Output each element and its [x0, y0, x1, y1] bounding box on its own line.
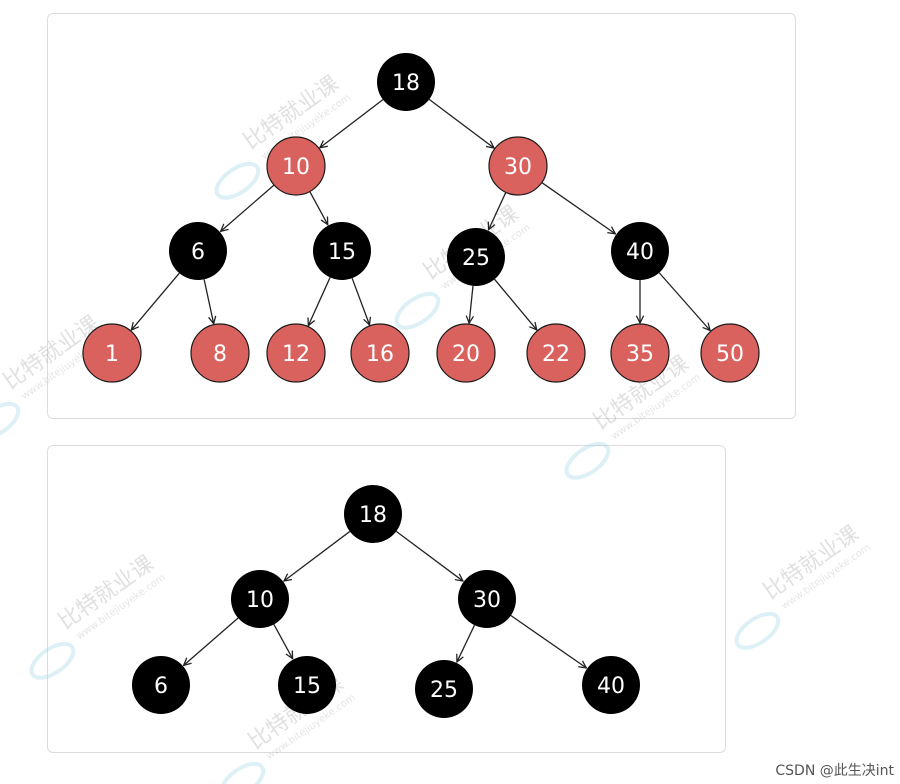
node-circle	[82, 323, 142, 383]
node-circle	[610, 323, 670, 383]
node-label: 30	[504, 155, 532, 180]
tree-node-10-black: 10	[231, 570, 289, 628]
tree-node-35-red: 35	[610, 323, 670, 383]
node-label: 1	[105, 342, 119, 367]
tree-node-15-black: 15	[313, 222, 371, 280]
tree-node-1-red: 1	[82, 323, 142, 383]
watermark-logo-icon	[394, 291, 441, 330]
edge-n18-n30	[428, 98, 494, 148]
tree-node-22-red: 22	[526, 323, 586, 383]
tree-node-30-black: 30	[458, 570, 516, 628]
edge-n10-n15	[309, 191, 328, 225]
node-circle	[582, 656, 640, 714]
edge-m18-m30	[395, 530, 463, 581]
node-label: 40	[626, 240, 654, 265]
node-circle	[415, 660, 473, 718]
node-label: 25	[430, 678, 458, 703]
node-circle	[132, 656, 190, 714]
watermark-logo-icon	[564, 441, 611, 480]
tree-node-18-black: 18	[344, 485, 402, 543]
node-circle	[611, 222, 669, 280]
tree-node-18-black: 18	[377, 53, 435, 111]
node-circle	[344, 485, 402, 543]
node-circle	[436, 323, 496, 383]
node-label: 15	[328, 240, 356, 265]
node-circle	[526, 323, 586, 383]
node-label: 15	[293, 674, 321, 699]
edge-n10-n6	[221, 184, 275, 231]
node-label: 6	[154, 674, 168, 699]
node-circle	[190, 323, 250, 383]
node-circle	[377, 53, 435, 111]
tree-node-6-black: 6	[132, 656, 190, 714]
edge-m30-m40	[510, 614, 587, 668]
node-label: 18	[392, 71, 420, 96]
edge-n6-n8	[203, 279, 214, 323]
tree-node-40-black: 40	[611, 222, 669, 280]
node-circle	[458, 570, 516, 628]
watermark-logo-icon	[734, 611, 781, 650]
node-circle	[488, 136, 548, 196]
tree-node-10-red: 10	[266, 136, 326, 196]
edge-n40-n50	[658, 272, 710, 331]
tree-node-30-red: 30	[488, 136, 548, 196]
node-label: 30	[473, 588, 501, 613]
node-circle	[231, 570, 289, 628]
node-label: 18	[359, 503, 387, 528]
tree-node-40-black: 40	[582, 656, 640, 714]
tree-node-15-black: 15	[278, 656, 336, 714]
tree-node-20-red: 20	[436, 323, 496, 383]
node-label: 6	[191, 240, 205, 265]
tree-node-12-red: 12	[266, 323, 326, 383]
node-label: 10	[246, 588, 274, 613]
node-circle	[266, 136, 326, 196]
node-label: 12	[282, 342, 310, 367]
edge-m30-m25	[457, 624, 476, 662]
edge-n15-n12	[308, 277, 331, 325]
edge-n30-n25	[489, 192, 507, 229]
edge-n6-n1	[131, 272, 180, 330]
node-label: 40	[597, 674, 625, 699]
csdn-credit: CSDN @此生决int	[775, 763, 894, 779]
node-label: 16	[366, 342, 394, 367]
node-circle	[447, 228, 505, 286]
edge-n30-n40	[541, 182, 616, 234]
watermark-logo-icon	[0, 401, 21, 440]
edge-m10-m15	[273, 624, 293, 658]
edge-n25-n22	[494, 278, 537, 330]
tree-node-25-black: 25	[447, 228, 505, 286]
node-label: 20	[452, 342, 480, 367]
edges-layer	[131, 98, 710, 668]
tree-node-6-black: 6	[169, 222, 227, 280]
node-circle	[350, 323, 410, 383]
edge-n18-n10	[320, 99, 384, 148]
edge-n25-n20	[469, 285, 473, 323]
node-label: 35	[626, 342, 654, 367]
edge-n15-n16	[351, 277, 369, 325]
watermark-logo-icon	[214, 161, 261, 200]
node-circle	[278, 656, 336, 714]
node-circle	[169, 222, 227, 280]
tree-node-16-red: 16	[350, 323, 410, 383]
tree-node-50-red: 50	[700, 323, 760, 383]
edge-m18-m10	[284, 530, 351, 581]
watermark-logo-icon	[219, 761, 266, 784]
watermark-logo-icon	[29, 641, 76, 680]
tree-node-8-red: 8	[190, 323, 250, 383]
edge-m10-m6	[184, 617, 239, 665]
node-label: 22	[542, 342, 570, 367]
node-circle	[266, 323, 326, 383]
node-label: 25	[462, 246, 490, 271]
tree-node-25-black: 25	[415, 660, 473, 718]
node-circle	[700, 323, 760, 383]
node-label: 50	[716, 342, 744, 367]
node-label: 8	[213, 342, 227, 367]
node-circle	[313, 222, 371, 280]
node-label: 10	[282, 155, 310, 180]
